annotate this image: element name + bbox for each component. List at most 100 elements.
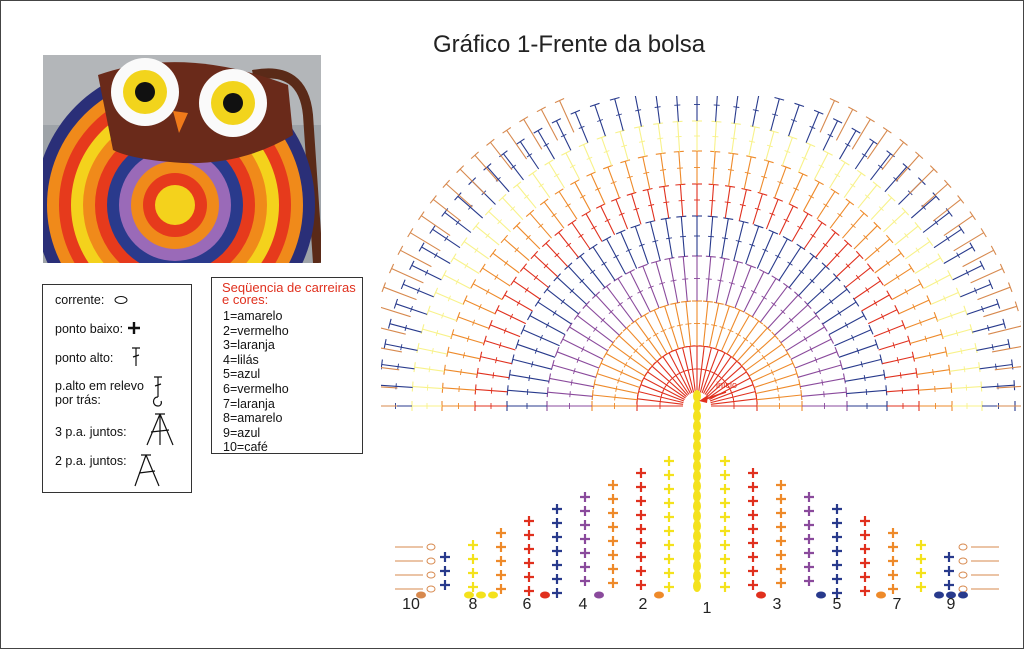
- round-7-stitch-top: [554, 188, 564, 195]
- round-7-stitch-bar: [895, 274, 900, 280]
- round-4-stitch-top: [582, 300, 590, 309]
- round-6-stitch-top: [917, 384, 920, 395]
- round-9-stitch-top: [393, 298, 399, 309]
- round-10-stitch: [943, 215, 974, 237]
- round-7-stitch-bar: [912, 304, 916, 310]
- round-10-stitch-top: [980, 228, 987, 238]
- round-8-stitch-top: [937, 253, 944, 263]
- round-4-stitch-bar: [593, 326, 598, 332]
- row-end-oval: [464, 591, 474, 599]
- single-crochet-mark: [944, 566, 954, 576]
- round-8-stitch-bar: [784, 150, 791, 154]
- round-6-stitch-bar: [769, 212, 776, 216]
- round-9-stitch-bar: [987, 324, 990, 332]
- round-3-stitch-bar: [617, 377, 620, 384]
- single-crochet-mark: [636, 510, 646, 520]
- round-7-stitch-bar: [928, 352, 932, 359]
- round-9-stitch-bar: [861, 153, 868, 158]
- round-7-stitch-top: [637, 155, 648, 159]
- single-crochet-mark: [552, 504, 562, 514]
- single-crochet-mark: [804, 562, 814, 572]
- round-6-stitch-bar: [724, 201, 731, 204]
- round-1-oval: [693, 570, 701, 582]
- round-9-stitch-bar: [934, 219, 939, 226]
- round-6-stitch-top: [886, 290, 893, 300]
- row-end-oval: [756, 591, 766, 599]
- single-crochet-mark: [552, 532, 562, 542]
- single-crochet-mark: [636, 552, 646, 562]
- round-4-stitch-bar: [647, 285, 654, 289]
- single-crochet-mark: [580, 520, 590, 530]
- round-6-stitch-bar: [565, 242, 572, 248]
- round-8-stitch-bar: [586, 156, 593, 160]
- single-crochet-mark: [496, 528, 506, 538]
- round-8-stitch-bar: [891, 219, 897, 225]
- round-9-stitch-bar: [956, 252, 960, 259]
- round-8-stitch-bar: [538, 183, 544, 188]
- round-4-stitch-bar: [581, 346, 585, 353]
- single-crochet-mark: [776, 522, 786, 532]
- round-7-stitch-bar: [503, 260, 509, 266]
- round-8-stitch-top: [411, 381, 414, 392]
- round-4-stitch-bar: [617, 302, 623, 307]
- round-9-stitch-bar: [455, 219, 460, 226]
- single-crochet-mark: [496, 570, 506, 580]
- round-3-stitch-bar: [774, 377, 777, 384]
- single-crochet-icon: [128, 322, 140, 334]
- round-3-stitch-top: [603, 348, 610, 359]
- sequence-row: 4=lilás: [223, 352, 259, 367]
- round-5-stitch-top: [809, 252, 818, 260]
- round-1-oval: [693, 540, 701, 552]
- owl-bag-photo: [43, 55, 321, 263]
- round-9-stitch: [634, 96, 642, 127]
- round-5-stitch-top: [543, 285, 551, 294]
- round-7-stitch-bar: [863, 234, 869, 240]
- round-9-stitch: [733, 96, 739, 124]
- round-7-stitch-top: [489, 248, 497, 258]
- round-7-stitch-bar: [494, 274, 499, 280]
- round-9-stitch-bar: [635, 109, 642, 112]
- round-7-stitch-top: [655, 152, 666, 155]
- row-number-label: 6: [523, 596, 532, 613]
- round-10-stitch: [819, 100, 836, 133]
- round-4-stitch-top: [638, 263, 648, 269]
- single-crochet-mark: [636, 524, 646, 534]
- single-crochet-mark: [636, 566, 646, 576]
- round-8-stitch-top: [653, 122, 664, 125]
- round-5-stitch-bar: [666, 237, 673, 240]
- single-crochet-mark: [776, 480, 786, 490]
- sequence-row: 7=laranja: [223, 396, 275, 411]
- row-end-oval: [958, 591, 968, 599]
- round-5-stitch-top: [506, 385, 509, 396]
- round-8-stitch-bar: [904, 233, 909, 239]
- round-1-oval: [693, 500, 701, 512]
- round-5-stitch-top: [883, 369, 886, 380]
- round-6-stitch-bar: [892, 342, 896, 349]
- start-label: início: [716, 380, 737, 390]
- round-8-stitch-top: [498, 193, 507, 202]
- round-10-stitch: [992, 346, 1021, 353]
- round-7-stitch-top: [917, 279, 924, 289]
- round-3-stitch-bar: [685, 323, 692, 325]
- row-end-oval: [876, 591, 886, 599]
- round-5-stitch-top: [527, 310, 533, 321]
- round-5-stitch-top: [615, 229, 626, 235]
- round-7-stitch-bar: [525, 234, 531, 240]
- row-end-oval: [488, 591, 498, 599]
- round-8-stitch-top: [711, 120, 722, 123]
- round-7-stitch-top: [500, 234, 509, 244]
- sequence-row: 1=amarelo: [223, 309, 283, 323]
- round-10-stitch: [977, 286, 1011, 301]
- round-4-stitch-top: [625, 269, 635, 275]
- round-3-stitch-top: [724, 304, 735, 309]
- legend-back-post-label: p.alto em relevo: [55, 379, 144, 393]
- round-8-stitch-top: [596, 135, 607, 140]
- round-7-stitch-bar: [727, 169, 734, 171]
- round-3-stitch-bar: [628, 354, 633, 361]
- round-10-stitch-top: [519, 116, 529, 123]
- round-9-stitch-top: [869, 138, 879, 145]
- round-5-stitch-top: [630, 224, 641, 229]
- round-7-stitch-top: [455, 312, 461, 322]
- round-8-stitch-top: [856, 169, 866, 177]
- round-6-stitch-top: [725, 185, 736, 188]
